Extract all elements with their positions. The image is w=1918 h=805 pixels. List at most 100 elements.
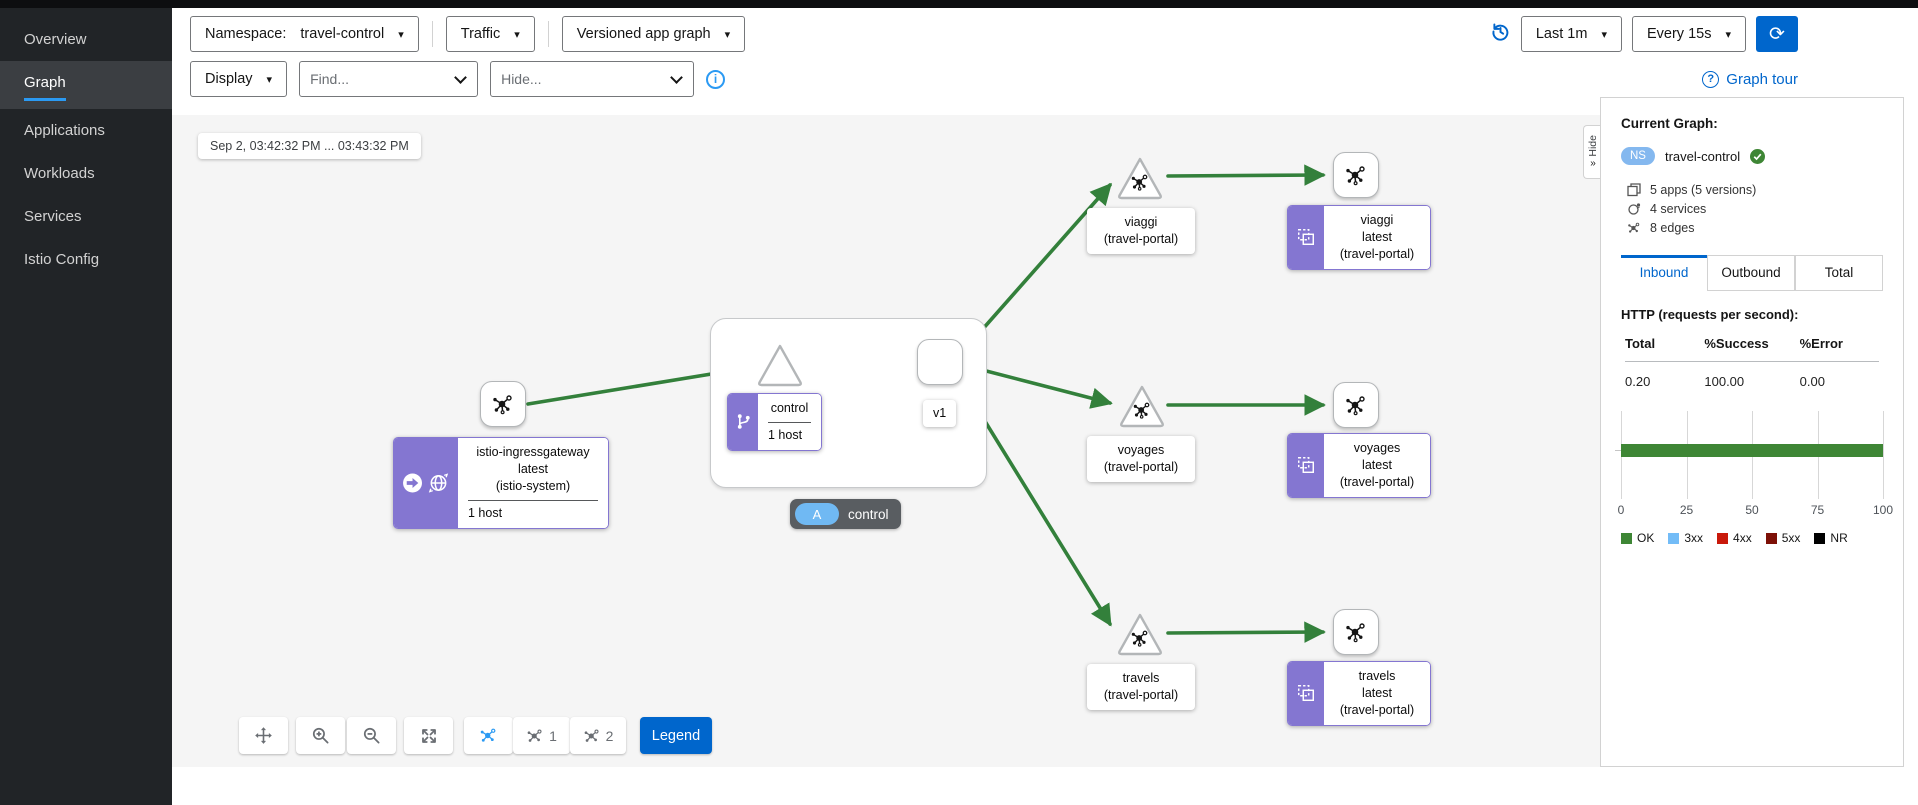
sidebar-item-workloads[interactable]: Workloads <box>24 165 95 182</box>
masthead-bar <box>0 0 1918 8</box>
legend-item-5xx: 5xx <box>1765 531 1801 545</box>
node-version: latest <box>1362 685 1392 700</box>
service-graph-icon <box>1131 630 1148 647</box>
find-input[interactable] <box>310 71 451 87</box>
edges-icon <box>1628 222 1640 233</box>
label-travels-latest[interactable]: travels latest (travel-portal) <box>1287 661 1431 726</box>
chevron-down-icon[interactable] <box>454 70 467 84</box>
tab-outbound[interactable]: Outbound <box>1707 255 1795 291</box>
node-service-travels[interactable] <box>1116 611 1164 657</box>
node-control-v1[interactable] <box>917 339 963 385</box>
display-dropdown[interactable]: Display ▾ <box>190 61 288 97</box>
namespace-value: travel-control <box>300 26 385 42</box>
node-name: travels <box>1358 669 1396 683</box>
x-tick-label: 100 <box>1872 503 1894 517</box>
label-service-control[interactable]: control 1 host <box>727 393 822 451</box>
label-text: viaggi latest (travel-portal) <box>1324 206 1430 269</box>
caret-down-icon: ▾ <box>398 28 404 41</box>
legend-swatch <box>1621 532 1632 544</box>
node-viaggi-latest[interactable] <box>1333 152 1379 198</box>
legend-item-nr: NR <box>1814 531 1848 545</box>
namespace-name[interactable]: travel-control <box>1664 148 1741 164</box>
refresh-button[interactable]: ⟳ <box>1756 16 1798 52</box>
tab-inbound[interactable]: Inbound <box>1621 255 1707 291</box>
chevron-down-icon[interactable] <box>670 70 683 84</box>
x-tick-label: 25 <box>1679 503 1694 517</box>
label-viaggi-latest[interactable]: viaggi latest (travel-portal) <box>1287 205 1431 270</box>
duration-dropdown[interactable]: Last 1m ▾ <box>1520 16 1622 52</box>
sidebar-item-overview[interactable]: Overview <box>24 31 87 48</box>
table-cell: 100.00 <box>1704 374 1745 389</box>
node-voyages-latest[interactable] <box>1333 382 1379 428</box>
graph-type-dropdown[interactable]: Versioned app graph ▾ <box>561 16 746 52</box>
tab-total[interactable]: Total <box>1795 255 1883 291</box>
graph-canvas[interactable]: Sep 2, 03:42:32 PM ... 03:43:32 PM <box>172 115 1600 767</box>
traffic-dropdown[interactable]: Traffic ▾ <box>445 16 535 52</box>
legend-label: NR <box>1830 531 1848 545</box>
namespace-prefix: Namespace: <box>205 26 287 42</box>
panel-hide-tab[interactable]: Hide » <box>1583 125 1601 179</box>
workload-graph-icon <box>1346 166 1365 186</box>
fit-to-screen-button[interactable] <box>404 717 453 754</box>
zoom-out-button[interactable] <box>347 717 396 754</box>
stat-text: 5 apps (5 versions) <box>1650 183 1757 197</box>
label-viaggi-service[interactable]: viaggi (travel-portal) <box>1087 208 1195 254</box>
gridline <box>1883 411 1884 499</box>
node-service-voyages[interactable] <box>1118 383 1166 429</box>
node-version: latest <box>518 461 548 476</box>
node-service-viaggi[interactable] <box>1116 155 1164 201</box>
toolbar-divider <box>431 21 433 47</box>
label-travels-service[interactable]: travels (travel-portal) <box>1087 664 1195 710</box>
node-istio-ingressgateway[interactable] <box>480 381 526 427</box>
graph-layout-default-button[interactable] <box>464 717 513 754</box>
graph-layout-icon <box>480 728 496 742</box>
sidebar-item-graph[interactable]: Graph <box>0 61 172 109</box>
node-travels-latest[interactable] <box>1333 609 1379 655</box>
host-count: 1 host <box>768 427 803 442</box>
node-service-control[interactable] <box>756 342 804 388</box>
column-header: %Success <box>1704 336 1800 362</box>
legend-label: 5xx <box>1781 531 1801 545</box>
display-label: Display <box>205 71 253 87</box>
namespace-dropdown[interactable]: Namespace: travel-control ▾ <box>190 16 419 52</box>
service-graph-icon <box>1133 402 1150 419</box>
info-icon[interactable]: i <box>706 69 726 89</box>
toolbar-divider <box>547 21 549 47</box>
zoom-in-button[interactable] <box>296 717 345 754</box>
graph-toolbar-primary: Namespace: travel-control ▾ Traffic ▾ Ve… <box>190 15 1798 53</box>
time-history-icon[interactable] <box>1490 21 1511 47</box>
graph-layout-1-button[interactable]: 1 <box>513 717 570 754</box>
table-cell: 0.00 <box>1799 374 1825 389</box>
legend-item-4xx: 4xx <box>1717 531 1752 545</box>
node-namespace: (istio-system) <box>495 478 571 493</box>
chart-x-axis: 0 25 50 75 100 <box>1618 503 1893 519</box>
main-content: Namespace: travel-control ▾ Traffic ▾ Ve… <box>172 8 1918 805</box>
legend-swatch <box>1765 532 1777 544</box>
graph-tour-link[interactable]: ? Graph tour <box>1702 70 1798 88</box>
node-namespace: (travel-portal) <box>1339 702 1415 717</box>
label-istio-ingressgateway[interactable]: istio-ingressgateway latest (istio-syste… <box>393 437 609 529</box>
node-version: latest <box>1362 457 1392 472</box>
traffic-tabs: Inbound Outbound Total <box>1621 255 1883 291</box>
table-cell: 0.20 <box>1625 374 1651 389</box>
app-badge-control[interactable]: A control <box>790 499 901 529</box>
sidebar-item-istio-config[interactable]: Istio Config <box>24 251 100 268</box>
pan-button[interactable] <box>239 717 288 754</box>
hide-input-group <box>490 61 695 97</box>
refresh-interval-dropdown[interactable]: Every 15s ▾ <box>1631 16 1746 52</box>
workload-graph-icon <box>1346 623 1365 643</box>
label-voyages-service[interactable]: voyages (travel-portal) <box>1087 436 1195 482</box>
node-name: voyages <box>1353 441 1401 455</box>
x-tick-label: 75 <box>1810 503 1825 517</box>
node-name: viaggi <box>1124 215 1158 229</box>
graph-layout-2-button[interactable]: 2 <box>570 717 626 754</box>
sidebar-item-services[interactable]: Services <box>24 208 82 225</box>
legend-button[interactable]: Legend <box>640 717 712 754</box>
label-voyages-latest[interactable]: voyages latest (travel-portal) <box>1287 433 1431 498</box>
zoom-out-icon <box>363 727 380 744</box>
sidebar-item-applications[interactable]: Applications <box>24 122 105 139</box>
label-v1[interactable]: v1 <box>923 400 957 427</box>
hide-input[interactable] <box>501 71 667 87</box>
panel-title: Current Graph: <box>1621 116 1718 131</box>
node-namespace: (travel-portal) <box>1103 231 1179 246</box>
